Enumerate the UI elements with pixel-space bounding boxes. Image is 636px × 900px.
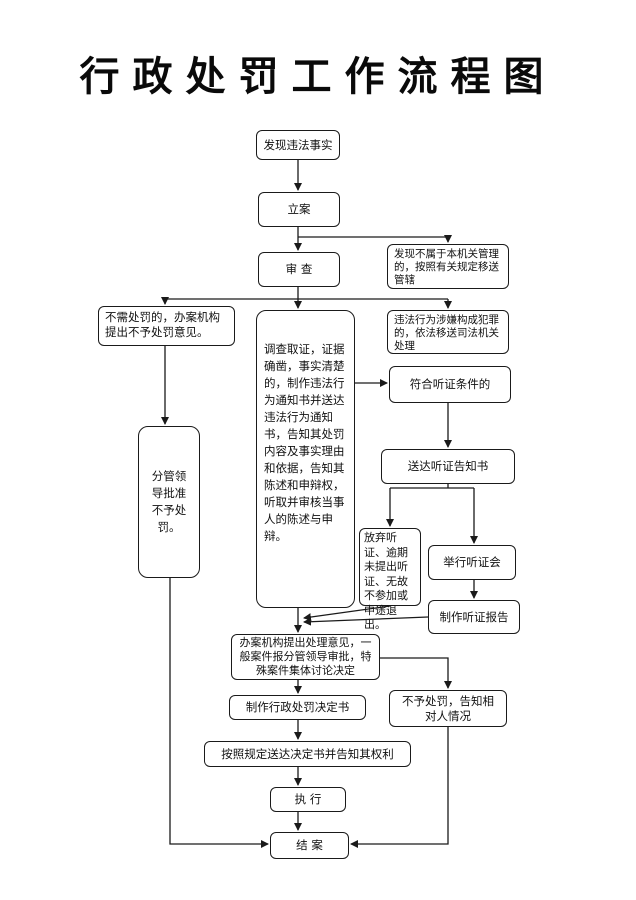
node-discover-violation: 发现违法事实 — [256, 130, 340, 160]
node-investigate: 调查取证，证据确凿，事实清楚的，制作违法行为通知书并送达违法行为通知书，告知其处… — [256, 310, 355, 608]
arrow-report-to-merge — [303, 616, 429, 626]
node-handling-opinion: 办案机构提出处理意见，一般案件报分管领导审批，特殊案件集体讨论决定 — [231, 634, 380, 680]
node-deliver-decision: 按照规定送达决定书并告知其权利 — [204, 741, 411, 767]
arrow-waive-to-merge — [303, 605, 391, 621]
node-file-case: 立案 — [258, 192, 340, 227]
arrow-no-penalty-to-close — [350, 727, 449, 848]
node-leader-approve-no-penalty: 分管领导批准不予处罚。 — [138, 426, 200, 578]
node-hearing-report: 制作听证报告 — [428, 600, 520, 634]
node-send-hearing-notice: 送达听证告知书 — [381, 449, 515, 484]
node-close-case: 结 案 — [270, 832, 349, 859]
node-hold-hearing: 举行听证会 — [428, 545, 516, 580]
node-execute: 执 行 — [270, 787, 346, 812]
arrow-opinion-to-no-penalty — [380, 657, 452, 689]
node-make-decision: 制作行政处罚决定书 — [229, 695, 366, 720]
page-title: 行政处罚工作流程图 — [79, 54, 557, 100]
node-review: 审 查 — [258, 252, 340, 287]
node-hearing-eligible: 符合听证条件的 — [389, 366, 511, 403]
node-no-penalty-notify: 不予处罚，告知相对人情况 — [389, 690, 507, 727]
arrow-leader-to-close — [169, 578, 269, 848]
node-criminal-transfer: 违法行为涉嫌构成犯罪的，依法移送司法机关处理 — [387, 310, 509, 354]
node-no-penalty-needed: 不需处罚的，办案机构提出不予处罚意见。 — [98, 306, 235, 346]
node-transfer-jurisdiction: 发现不属于本机关管理的，按照有关规定移送管辖 — [387, 244, 509, 289]
arrow-to-transfer-admin — [298, 235, 452, 243]
node-waive-hearing: 放弃听证、逾期未提出听证、无故不参加或中途退出。 — [359, 528, 421, 631]
